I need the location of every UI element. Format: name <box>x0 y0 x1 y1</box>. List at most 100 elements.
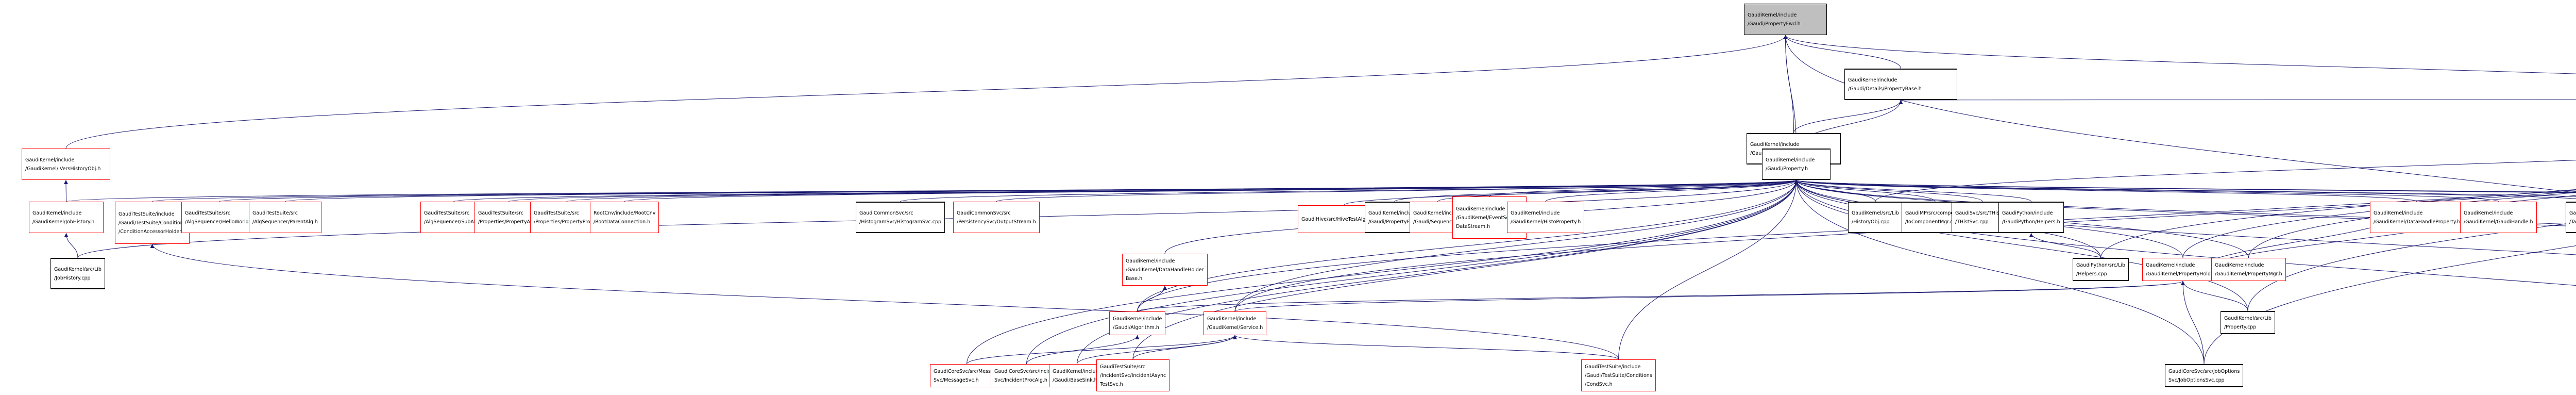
graph-node-condacc[interactable]: GaudiTestSuite/include /Gaudi/TestSuite/… <box>115 202 190 244</box>
node-label: GaudiTestSuite/src /IncidentSvc/Incident… <box>1100 364 1166 387</box>
edge-histobj-to-iprop <box>1875 160 2576 202</box>
edge-algorithm-to-prop <box>1137 179 1799 312</box>
node-label: GaudiKernel/include /Gaudi/Details/Prope… <box>1848 77 1922 92</box>
edge-joboptsvc-to-propholder <box>2181 281 2205 365</box>
node-label: GaudiKernel/include /GaudiKernel/Propert… <box>2146 262 2220 277</box>
node-label: GaudiKernel/include /Gaudi/PropertyFwd.h <box>1748 12 1801 27</box>
edge-dhprop-to-prop <box>1794 179 2417 202</box>
node-label: GaudiTestSuite/src /AlgSequencer/ParentA… <box>252 210 318 225</box>
node-label: GaudiCoreSvc/src/JobOptions Svc/JobOptio… <box>2168 368 2240 383</box>
node-label: GaudiTestSuite/src /Properties/PropertyP… <box>534 210 600 225</box>
graph-node-ghandle[interactable]: GaudiKernel/include /GaudiKernel/GaudiHa… <box>2460 202 2537 233</box>
graph-node-parentalg[interactable]: GaudiTestSuite/src /AlgSequencer/ParentA… <box>249 202 321 233</box>
node-label: GaudiCoreSvc/src/Message Svc/MessageSvc.… <box>934 368 1000 383</box>
edge-incproc-to-prop <box>1026 179 1799 365</box>
edge-propcpp-to-prop <box>1794 179 2248 311</box>
node-label: GaudiKernel/include /GaudiKernel/HistoPr… <box>1511 210 1581 225</box>
node-label: GaudiHive/src/HiveTestAlgorithm.h <box>1301 216 1386 222</box>
graph-node-dhhb[interactable]: GaudiKernel/include /GaudiKernel/DataHan… <box>1122 254 1208 286</box>
edge-joboptsvc-to-prop <box>1794 179 2205 365</box>
graph-node-basesink[interactable]: GaudiKernel/include /Gaudi/BaseSink.h <box>1049 364 1105 387</box>
graph-node-outstream[interactable]: GaudiCommonSvc/src /PersistencySvc/Outpu… <box>953 202 1040 233</box>
graph-node-service[interactable]: GaudiKernel/include /GaudiKernel/Service… <box>1204 311 1266 335</box>
graph-node-propholder[interactable]: GaudiKernel/include /GaudiKernel/Propert… <box>2142 258 2224 281</box>
edge-jobhistcpp-to-jobhist <box>64 233 78 258</box>
graph-node-histoprop[interactable]: GaudiKernel/include /GaudiKernel/HistoPr… <box>1507 202 1584 233</box>
node-label: GaudiKernel/include /Gaudi/BaseSink.h <box>1053 368 1102 383</box>
node-label: GaudiKernel/include /GaudiKernel/DataHan… <box>1126 258 1204 282</box>
edge-condsvc-to-prop <box>1618 179 1799 360</box>
edge-algorithm-to-propholder <box>1137 281 2185 312</box>
edge-service-to-iprop <box>1234 191 2576 312</box>
node-label: GaudiKernel/include /GaudiKernel/EventSe… <box>1456 206 1523 229</box>
graph-node-jobhistcpp[interactable]: GaudiKernel/src/Lib /JobHistory.cpp <box>50 258 105 289</box>
edge-condsvc-to-service <box>1233 335 1619 360</box>
graph-node-dhprop[interactable]: GaudiKernel/include /GaudiKernel/DataHan… <box>2370 202 2464 233</box>
graph-node-condsvc[interactable]: GaudiTestSuite/include /Gaudi/TestSuite/… <box>1581 359 1656 391</box>
node-label: GaudiSvc/src/NTupleSvc /TagCollectionSvc… <box>2569 210 2576 225</box>
edge-msgsvc-to-service <box>967 335 1237 365</box>
graph-node-propcpp[interactable]: GaudiKernel/src/Lib /Property.cpp <box>2221 311 2275 334</box>
edge-incasync-to-service <box>1132 335 1237 360</box>
graph-node-joboptsvc[interactable]: GaudiCoreSvc/src/JobOptions Svc/JobOptio… <box>2165 364 2243 387</box>
edge-evtsel-to-prop <box>1489 179 1799 197</box>
edge-concrun-to-prop <box>1794 179 2576 197</box>
graph-node-prop[interactable]: GaudiKernel/include /Gaudi/Property.h <box>1762 149 1831 180</box>
graph-node-hello[interactable]: GaudiTestSuite/src /AlgSequencer/HelloWo… <box>181 202 257 233</box>
edge-pyhelperscpp-to-pyhelpers <box>2029 233 2101 258</box>
edge-condsvc-to-condacc <box>150 243 1619 360</box>
graph-node-rootdata[interactable]: RootCnv/include/RootCnv /RootDataConnect… <box>590 202 659 233</box>
edge-detprop-to-propbase <box>1793 100 1903 134</box>
edge-service-to-prop <box>1234 179 1799 312</box>
edge-incproc-to-algorithm <box>1026 335 1140 365</box>
node-label: GaudiKernel/include /GaudiKernel/IVersHi… <box>25 157 101 172</box>
edge-msgsvc-to-prop <box>967 179 1799 365</box>
node-label: GaudiKernel/src/Lib /HistoryObj.cpp <box>1852 210 1899 225</box>
edge-parentalg-to-prop <box>285 179 1798 202</box>
node-label: GaudiPython/src/Lib /Helpers.cpp <box>2076 262 2126 277</box>
node-label: GaudiKernel/include /Gaudi/PropertyFmt.h <box>1368 210 1421 225</box>
node-label: GaudiKernel/include /Gaudi/Algorithm.h <box>1113 316 1162 331</box>
node-label: GaudiTestSuite/src /Properties/PropertyA… <box>478 210 539 225</box>
graph-node-propbase[interactable]: GaudiKernel/include /Gaudi/Details/Prope… <box>1844 69 1957 100</box>
edge-histoprop-to-prop <box>1545 179 1799 202</box>
edge-rootdata-to-prop <box>624 179 1798 202</box>
graph-node-root[interactable]: GaudiKernel/include /Gaudi/PropertyFwd.h <box>1744 4 1827 35</box>
graph-node-jobhist[interactable]: GaudiKernel/include /GaudiKernel/JobHist… <box>29 202 104 233</box>
node-label: GaudiKernel/include /Gaudi/Sequencer.h <box>1413 210 1463 225</box>
node-label: GaudiPython/include /GaudiPython/Helpers… <box>2002 210 2060 225</box>
graph-node-algorithm[interactable]: GaudiKernel/include /Gaudi/Algorithm.h <box>1109 311 1165 335</box>
graph-node-tagcoll[interactable]: GaudiSvc/src/NTupleSvc /TagCollectionSvc… <box>2566 202 2576 233</box>
edge-propholder-to-iprop <box>2182 192 2576 258</box>
graph-node-pyhelperscpp[interactable]: GaudiPython/src/Lib /Helpers.cpp <box>2073 258 2129 281</box>
edge-ghandle-to-prop <box>1794 179 2499 202</box>
edge-propmgr-to-iprop <box>2248 195 2576 258</box>
edge-outstream-to-prop <box>996 179 1798 202</box>
node-label: GaudiKernel/include /Gaudi/Property.h <box>1766 157 1815 172</box>
node-label: GaudiTestSuite/src /AlgSequencer/SubAlg.… <box>424 210 483 225</box>
graph-node-histsvc[interactable]: GaudiCommonSvc/src /HistogramSvc/Histogr… <box>856 202 945 233</box>
node-label: GaudiKernel/src/Lib /Property.cpp <box>2224 315 2272 330</box>
edge-algorithm-to-dhhb <box>1137 285 1167 312</box>
node-label: GaudiCoreSvc/src/Incident Svc/IncidentPr… <box>994 368 1059 383</box>
graph-node-incasync[interactable]: GaudiTestSuite/src /IncidentSvc/Incident… <box>1096 359 1170 391</box>
edge-service-to-propholder <box>1234 281 2185 312</box>
edge-thist-to-prop <box>1794 179 1983 202</box>
edge-iversh-to-root <box>65 35 1788 149</box>
graph-node-pyhelpers[interactable]: GaudiPython/include /GaudiPython/Helpers… <box>1998 202 2064 233</box>
edge-iocomp-to-prop <box>1794 179 1936 202</box>
node-label: GaudiCommonSvc/src /HistogramSvc/Histogr… <box>859 210 942 225</box>
graph-node-iversh[interactable]: GaudiKernel/include /GaudiKernel/IVersHi… <box>22 149 110 180</box>
edge-appcpp-to-prop <box>1794 179 2576 227</box>
edge-propcpp-to-iprop <box>2247 222 2576 311</box>
node-label: GaudiKernel/include /GaudiKernel/Service… <box>1207 316 1263 331</box>
node-label: GaudiKernel/include /GaudiKernel/Propert… <box>2215 262 2282 277</box>
node-label: GaudiKernel/include /GaudiKernel/GaudiHa… <box>2464 210 2533 225</box>
edge-queueapp-to-prop <box>1794 179 2576 225</box>
graph-node-histobj[interactable]: GaudiKernel/src/Lib /HistoryObj.cpp <box>1848 202 1903 233</box>
node-label: RootCnv/include/RootCnv /RootDataConnect… <box>594 210 656 225</box>
graph-node-propmgr[interactable]: GaudiKernel/include /GaudiKernel/Propert… <box>2211 258 2286 281</box>
edge-propcpp-to-propholder <box>2181 281 2248 311</box>
node-label: GaudiTestSuite/include /Gaudi/TestSuite/… <box>118 211 186 235</box>
